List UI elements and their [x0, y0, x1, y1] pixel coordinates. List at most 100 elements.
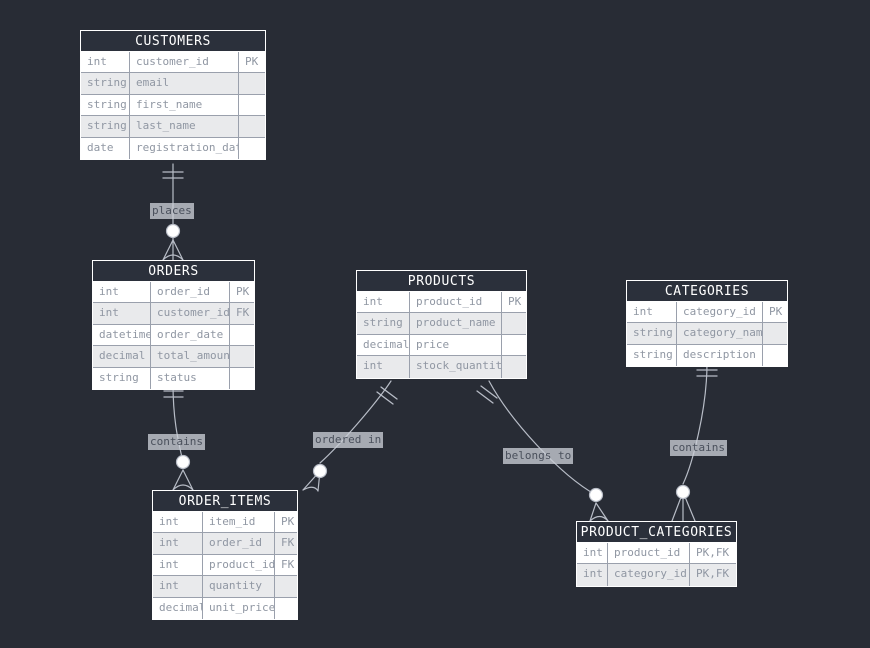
entity-title-product_categories: PRODUCT_CATEGORIES: [577, 522, 736, 543]
attribute-key: PK: [281, 515, 295, 528]
attribute-type: int: [93, 303, 151, 324]
attribute-key: PK: [508, 295, 522, 308]
attribute-name: product_id: [608, 543, 690, 564]
attribute-key: [230, 368, 254, 389]
attribute-type: string: [81, 94, 130, 116]
attribute-name: registration_date: [130, 137, 239, 159]
attribute-name: unit_price: [203, 597, 275, 619]
attribute-key: FK: [236, 306, 250, 320]
attribute-type: date: [81, 137, 130, 159]
attribute-type: string: [81, 116, 130, 137]
attribute-type: int: [577, 543, 608, 564]
attribute-key: PK,FK: [696, 567, 730, 581]
attribute-key: [239, 138, 265, 159]
attribute-type: string: [627, 323, 677, 344]
attribute-name: item_id: [203, 512, 275, 533]
attribute-key: [239, 116, 265, 136]
attribute-type: int: [357, 356, 410, 378]
attribute-name: product_id: [410, 292, 502, 313]
relationship-label-rel-contains-1: contains: [148, 434, 205, 450]
attribute-type: int: [153, 512, 203, 533]
attribute-name: total_amount: [151, 346, 230, 367]
relationship-label-rel-contains-2: contains: [670, 440, 727, 456]
relationship-label-rel-places: places: [150, 203, 194, 219]
attribute-key: PK: [245, 55, 259, 68]
attribute-name: description: [677, 344, 763, 367]
relationship-label-rel-ordered-in: ordered in: [313, 432, 384, 448]
attribute-type: decimal: [153, 597, 203, 619]
entity-title-products: PRODUCTS: [357, 271, 526, 292]
attribute-type: int: [153, 554, 203, 576]
attribute-name: first_name: [130, 94, 239, 116]
attribute-name: customer_id: [130, 52, 239, 73]
attribute-type: int: [577, 564, 608, 586]
edge-products-orderitems: [319, 380, 392, 464]
attribute-type: string: [93, 367, 151, 389]
attribute-name: quantity: [203, 576, 275, 597]
attribute-key: [275, 598, 297, 619]
attribute-key: PK: [236, 285, 250, 298]
attribute-key: [275, 576, 297, 596]
attribute-name: product_id: [203, 554, 275, 576]
edge-products-productcategories: [488, 380, 597, 496]
entity-title-customers: CUSTOMERS: [81, 31, 265, 52]
attribute-name: status: [151, 367, 230, 389]
attribute-key: [239, 95, 265, 115]
entity-title-order_items: ORDER_ITEMS: [153, 491, 297, 512]
attribute-name: category_name: [677, 323, 763, 344]
attribute-key: [239, 73, 265, 93]
attribute-type: int: [627, 302, 677, 323]
attribute-type: int: [153, 533, 203, 554]
attribute-name: customer_id: [151, 303, 230, 324]
attribute-name: price: [410, 334, 502, 356]
attribute-key: [230, 346, 254, 366]
attribute-type: decimal: [93, 346, 151, 367]
attribute-name: last_name: [130, 116, 239, 137]
attribute-name: email: [130, 73, 239, 94]
attribute-key: FK: [281, 557, 295, 571]
attribute-type: string: [357, 313, 410, 334]
attribute-key: FK: [281, 536, 295, 550]
attribute-type: int: [93, 282, 151, 303]
attribute-key: PK: [769, 305, 783, 318]
edge-orders-orderitems: [172, 382, 184, 463]
attribute-type: string: [627, 344, 677, 367]
attribute-key: [763, 345, 787, 366]
entity-title-orders: ORDERS: [93, 261, 254, 282]
entity-title-categories: CATEGORIES: [627, 281, 787, 302]
attribute-name: order_id: [203, 533, 275, 554]
attribute-name: order_date: [151, 324, 230, 346]
attribute-type: string: [81, 73, 130, 94]
attribute-type: decimal: [357, 334, 410, 356]
